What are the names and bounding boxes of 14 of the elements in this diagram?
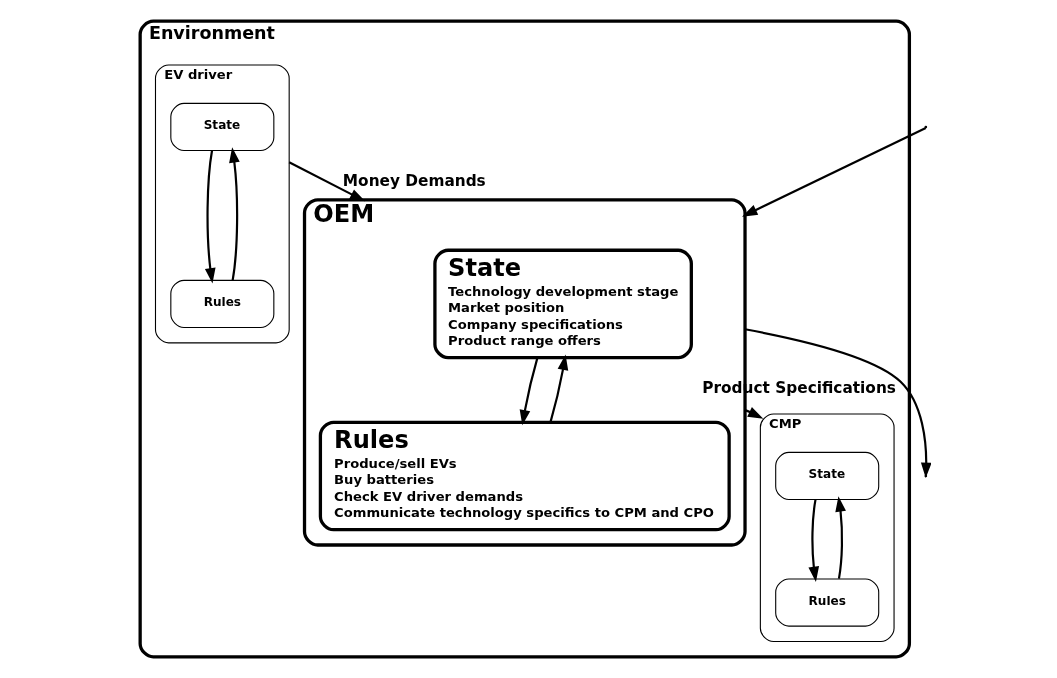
arrow [288,161,365,202]
edge-label: Money Demands [342,171,486,190]
node-box: State [169,102,274,152]
arrow [228,147,240,281]
node-box: State Technology development stage Market position Company specifications Product range offers [432,248,693,360]
node-box: Rules [169,279,274,329]
arrow [548,354,568,423]
arrow [834,496,846,579]
node-box: Rules [774,578,879,627]
node-box: State [774,451,879,501]
arrow [519,357,538,426]
arrow [807,499,819,582]
node-box: Rules Produce/sell EVs Buy batteries Check EV driver demands Communicate technology specifics to CPM and CPO [318,420,731,532]
arrow [204,150,216,284]
